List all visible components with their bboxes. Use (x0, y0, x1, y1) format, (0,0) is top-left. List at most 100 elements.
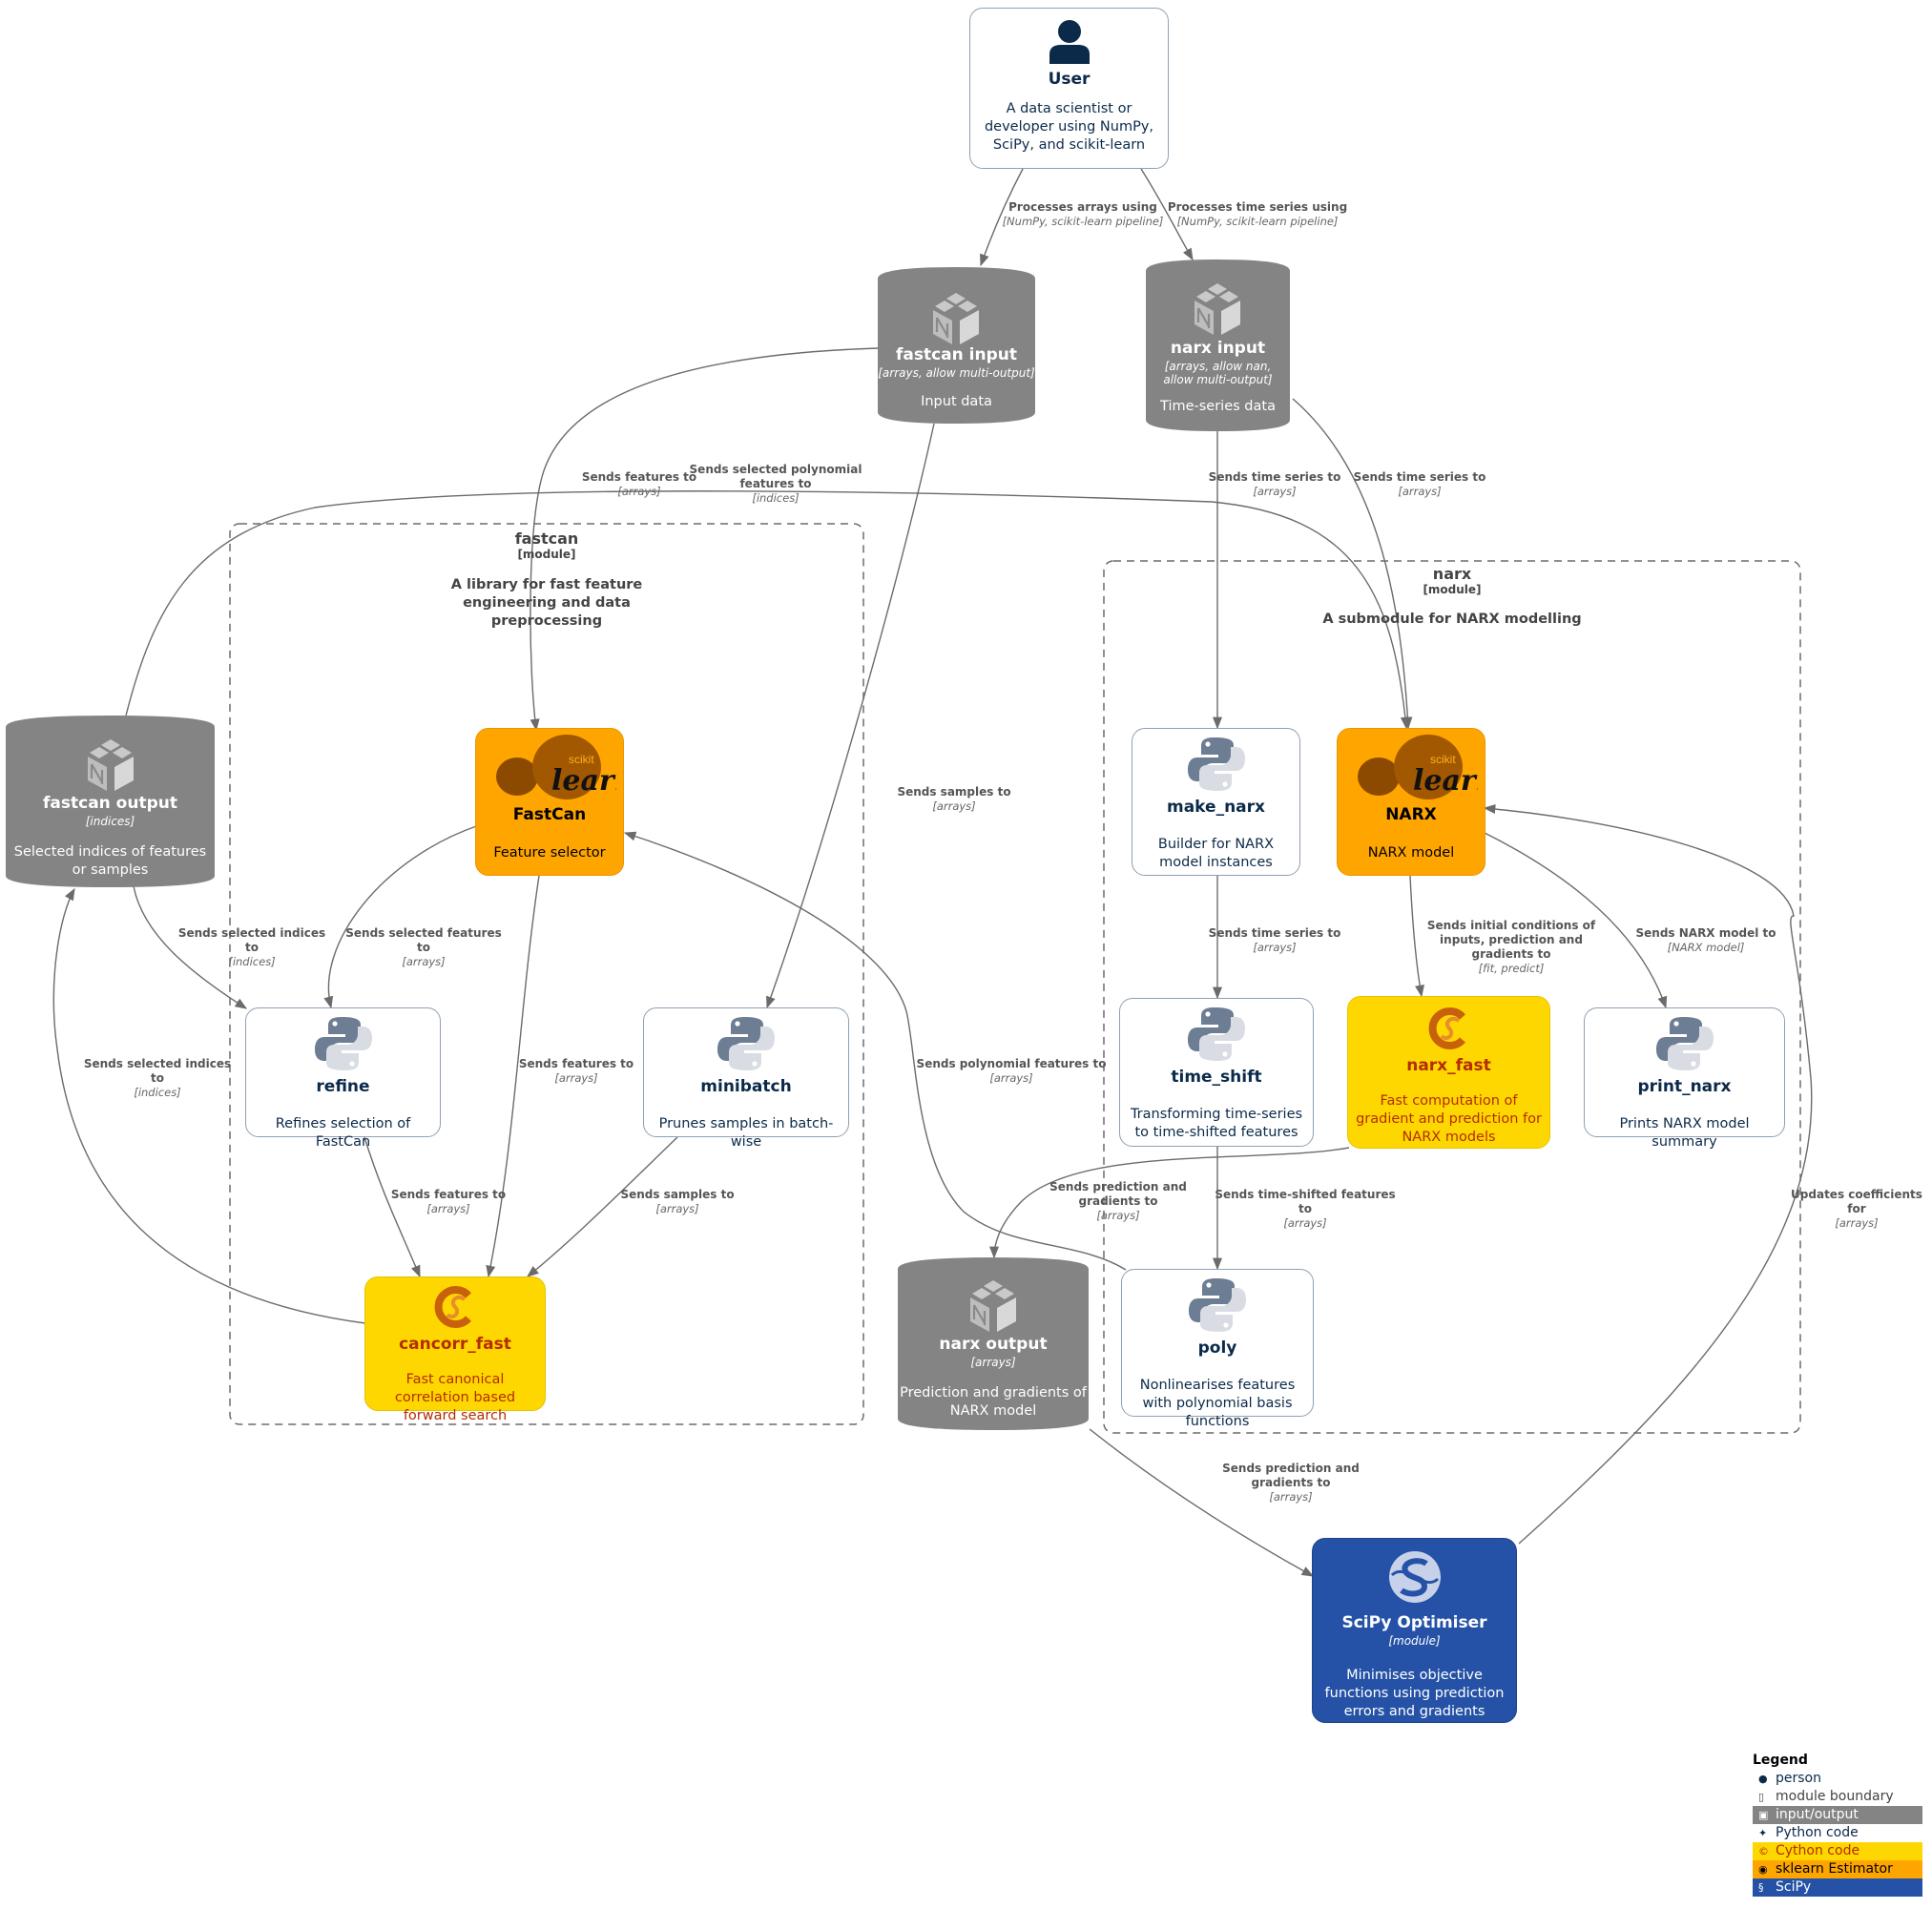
edge-fastcan-cancorr (486, 875, 540, 1278)
narx-output-desc: Prediction and gradients of NARX model (900, 1385, 1087, 1419)
python-icon: ✦ (1758, 1827, 1768, 1839)
narx-input-title: narx input (1170, 339, 1266, 358)
edge-fastcan-input-fastcan (530, 347, 879, 732)
scipy-title: SciPy Optimiser (1341, 1613, 1487, 1632)
edge-label-e14: Sends features to[arrays] (518, 1057, 634, 1085)
edge-narx-narx-fast (1409, 875, 1424, 998)
fastcan-output-label[interactable]: fastcan output [indices] Selected indice… (6, 794, 215, 880)
legend-item-label: SciPy (1776, 1879, 1812, 1895)
legend-title: Legend (1753, 1753, 1808, 1768)
legend-rows: ●person▯module boundary▣input/output✦Pyt… (1753, 1770, 1922, 1897)
narx-output-label[interactable]: narx output [arrays] Prediction and grad… (898, 1335, 1089, 1421)
poly-node[interactable]: poly Nonlinearises features with polynom… (1121, 1269, 1314, 1429)
print-narx-desc: Prints NARX model summary (1619, 1116, 1750, 1150)
edge-scipy-narx (1483, 804, 1813, 1545)
narx-boundary-type: [module] (1423, 583, 1482, 596)
fastcan-boundary-desc: A library for fast feature engineering a… (450, 577, 643, 629)
fastcan-input-cylinder (878, 267, 1035, 424)
edge-fastcan-refine (323, 824, 480, 1009)
narx-output-tech: [arrays] (970, 1356, 1016, 1369)
scipy-icon: § (1758, 1881, 1764, 1894)
legend-item: ▣input/output (1753, 1806, 1922, 1824)
fastcan-output-tech: [indices] (85, 815, 135, 828)
minibatch-node[interactable]: minibatch Prunes samples in batch-wise (643, 1007, 849, 1150)
user-title: User (1048, 70, 1091, 89)
svg-text:learn: learn (1413, 764, 1478, 798)
scipy-icon (1388, 1551, 1441, 1603)
make-narx-desc: Builder for NARX model instances (1157, 837, 1275, 870)
legend-item-label: sklearn Estimator (1776, 1861, 1893, 1877)
narx-boundary-name: narx (1432, 565, 1472, 583)
edge-narx-input-narx (1292, 398, 1413, 730)
edge-label-e4: Sends selected polynomial features to[in… (689, 463, 862, 505)
python-icon (1655, 1017, 1714, 1070)
legend-item: ✦ Python code (1753, 1824, 1922, 1842)
python-icon (314, 1017, 372, 1070)
edge-label-e11: Sends initial conditions of inputs, pred… (1426, 919, 1596, 975)
edge-user-narx-input (1140, 168, 1194, 261)
narx-output-title: narx output (939, 1335, 1048, 1354)
sklearn-icon: ◉ (1758, 1863, 1768, 1876)
legend-item: ©Cython code (1753, 1842, 1922, 1860)
legend-item: ◉ sklearn Estimator (1753, 1860, 1922, 1878)
edge-label-e1: Processes arrays using[NumPy, scikit-lea… (1002, 200, 1164, 228)
edge-minibatch-cancorr (527, 1136, 678, 1277)
narx-input-tech: [arrays, allow nan, allow multi-output] (1163, 360, 1273, 386)
edge-label-e13: Sends selected indices to[indices] (83, 1057, 232, 1099)
fastcan-input-tech: [arrays, allow multi-output] (878, 366, 1035, 380)
narx-input-label[interactable]: narx input [arrays, allow nan, allow mul… (1146, 339, 1290, 416)
fastcan-boundary-name: fastcan (514, 529, 579, 548)
numpy-icon: ▣ (1758, 1809, 1769, 1821)
edge-label-e15: Sends polynomial features to[arrays] (916, 1057, 1107, 1085)
fastcan-boundary-title: fastcan [module] A library for fast feat… (401, 529, 693, 631)
edge-label-e5: Sends time series to[arrays] (1208, 470, 1341, 498)
make-narx-node[interactable]: make_narx Builder for NARX model instanc… (1132, 728, 1300, 876)
narx-estimator-desc: NARX model (1367, 845, 1455, 861)
edge-label-e9: Sends selected features to[arrays] (345, 926, 502, 968)
python-icon (1188, 1007, 1245, 1061)
edge-poly-fastcan (623, 831, 1127, 1271)
print-narx-title: print_narx (1637, 1077, 1732, 1096)
edge-narx-fast-narx-output (988, 1147, 1350, 1259)
cython-icon (431, 1283, 479, 1331)
scipy-node[interactable]: SciPy Optimiser [module] Minimises objec… (1312, 1538, 1517, 1723)
print-narx-node[interactable]: print_narx Prints NARX model summary (1584, 1007, 1785, 1150)
edge-label-e18: Sends prediction and gradients to[arrays… (1049, 1180, 1187, 1222)
fastcan-input-desc: Input data (921, 394, 992, 409)
edge-fastcan-output-refine (133, 885, 248, 1009)
scipy-tech: [module] (1388, 1634, 1441, 1648)
fastcan-boundary-type: [module] (517, 548, 576, 561)
narx-boundary-desc: A submodule for NARX modelling (1322, 612, 1582, 627)
minibatch-title: minibatch (700, 1077, 792, 1096)
scipy-desc: Minimises objective functions using pred… (1324, 1668, 1505, 1719)
time-shift-title: time_shift (1171, 1068, 1262, 1087)
legend-item-label: Python code (1776, 1825, 1859, 1840)
refine-node[interactable]: refine Refines selection of FastCan (245, 1007, 441, 1150)
svg-text:scikit: scikit (569, 753, 594, 766)
narx-fast-node[interactable]: narx_fast Fast computation of gradient a… (1347, 996, 1550, 1149)
user-node[interactable]: User A data scientist or developer using… (969, 8, 1169, 169)
edge-refine-cancorr (364, 1136, 421, 1278)
poly-desc: Nonlinearises features with polynomial b… (1139, 1378, 1296, 1429)
narx-output-cylinder (898, 1257, 1089, 1430)
make-narx-title: make_narx (1167, 798, 1265, 817)
edge-fastcan-output-narx (125, 490, 1410, 730)
narx-estimator-node[interactable]: scikit learn NARX NARX model (1337, 728, 1497, 876)
narx-input-cylinder (1146, 259, 1290, 431)
narx-boundary (1103, 560, 1801, 1434)
edge-label-e3: Sends features to[arrays] (581, 470, 697, 498)
edge-label-e20: Updates coefficients for[arrays] (1791, 1188, 1922, 1230)
edge-user-fastcan-input (980, 168, 1024, 267)
fastcan-input-label[interactable]: fastcan input [arrays, allow multi-outpu… (878, 345, 1035, 411)
cython-icon: © (1758, 1845, 1769, 1857)
narx-estimator-title: NARX (1385, 805, 1437, 824)
fastcan-estimator-node[interactable]: scikit learn FastCan Feature selector (475, 728, 635, 876)
narx-boundary-title: narx [module] A submodule for NARX model… (1309, 565, 1595, 627)
legend-item-label: module boundary (1776, 1789, 1894, 1804)
edge-label-e19: Sends time-shifted features to[arrays] (1215, 1188, 1396, 1230)
refine-desc: Refines selection of FastCan (275, 1116, 411, 1150)
time-shift-node[interactable]: time_shift Transforming time-series to t… (1119, 998, 1314, 1147)
edge-label-e17: Sends samples to[arrays] (620, 1188, 735, 1215)
edge-narx-output-scipy (1089, 1428, 1315, 1577)
cancorr-fast-node[interactable]: cancorr_fast Fast canonical correlation … (364, 1276, 546, 1423)
